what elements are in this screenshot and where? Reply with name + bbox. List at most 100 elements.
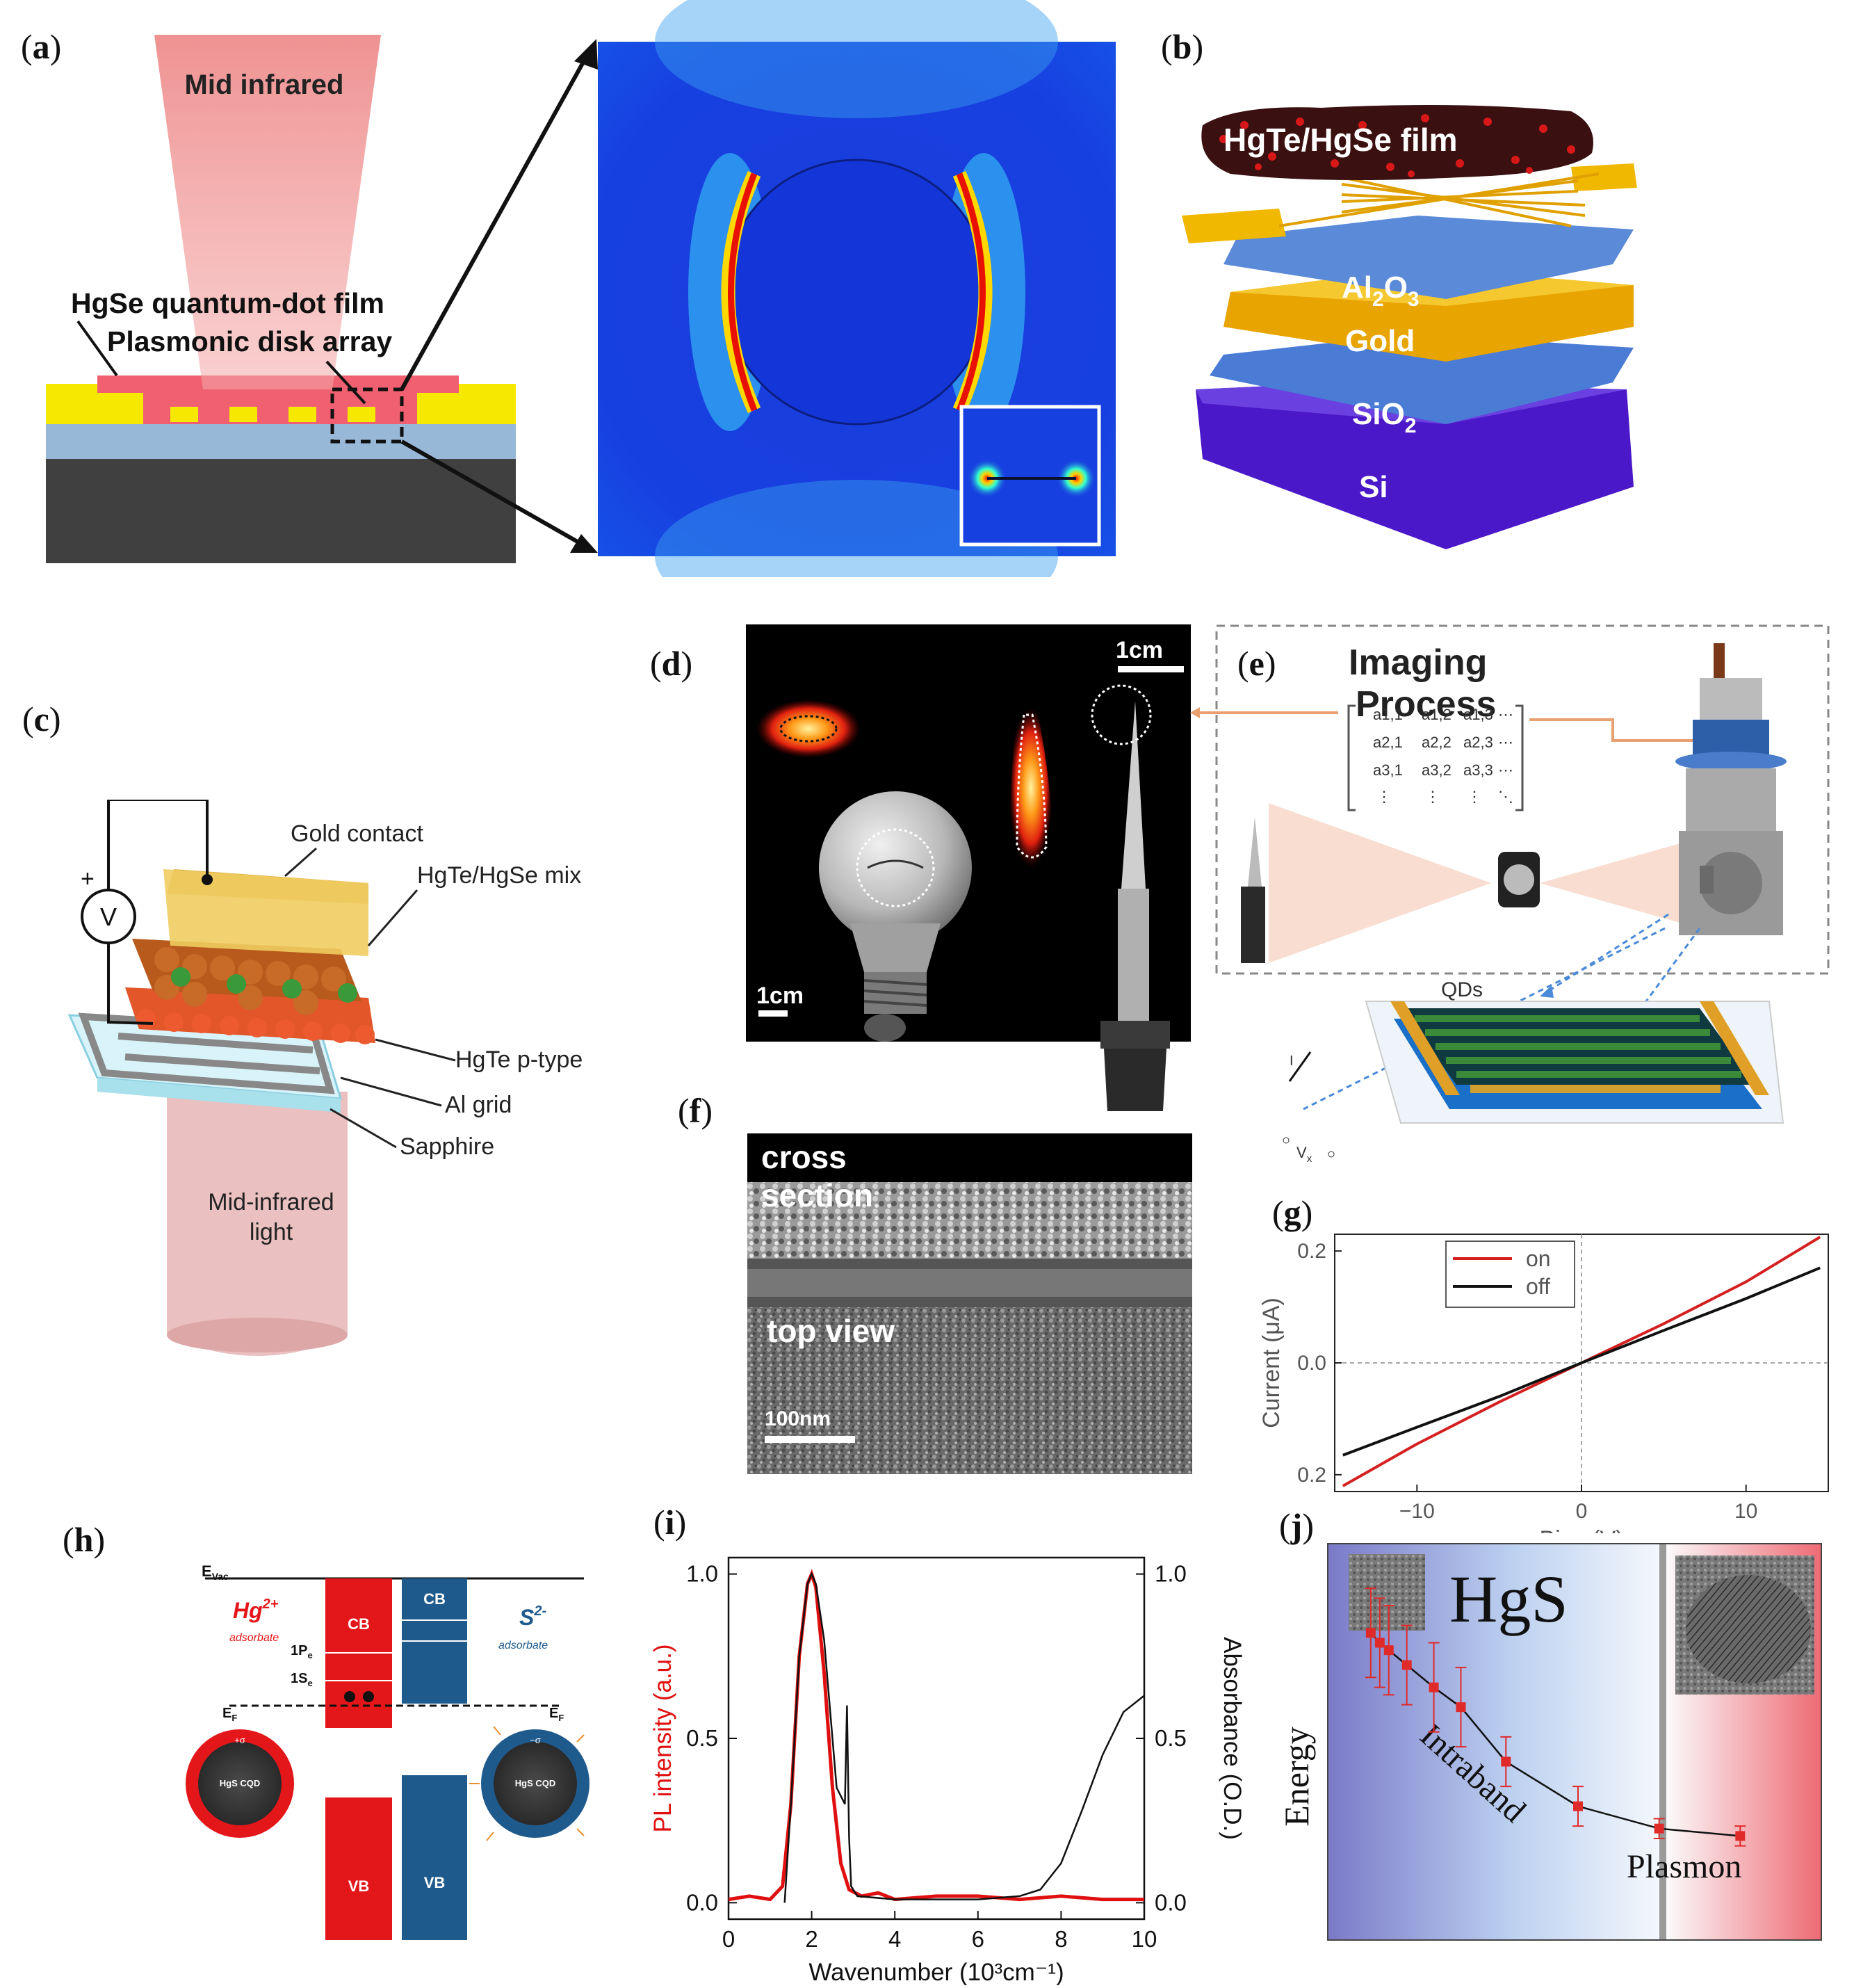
i-ylabel-right: Absorbance (O.D.) (1219, 1637, 1246, 1840)
image-matrix: a1,1 a1,2 a1,3 ⋯ a2,1 a2,2 a2,3 ⋯ a3,1 a… (1347, 704, 1524, 811)
plasmonic-disk (288, 407, 316, 422)
s-level-label: 1Se (291, 1671, 313, 1688)
filament-circle (856, 828, 935, 907)
cryostat-window (1700, 852, 1762, 914)
bulb-spot-outline (779, 715, 838, 743)
i-ytick-label-right: 1.0 (1155, 1561, 1187, 1587)
g-legend-label: on (1526, 1246, 1551, 1271)
cqd-charge-left: +σ (234, 1735, 245, 1745)
region-divider (1659, 1544, 1666, 1940)
svg-text:⋯: ⋯ (1498, 734, 1513, 751)
svg-text:a3,3: a3,3 (1463, 761, 1493, 779)
panel-label-c: (c) (22, 700, 61, 738)
top-view-label: top view (767, 1313, 895, 1349)
gold-contact-label: Gold contact (291, 821, 423, 847)
cqd-core-left (198, 1742, 282, 1825)
oxide-layer (46, 424, 516, 459)
matrix-link-right (1529, 718, 1700, 742)
vb-label-blue: VB (424, 1874, 446, 1891)
interdigitated-fingers (1278, 172, 1600, 227)
j-data-point (1374, 1638, 1385, 1648)
cryostat-valve (1714, 643, 1725, 678)
hgte-hgse-particles (154, 947, 346, 1015)
i-ytick-label-left: 0.5 (686, 1725, 718, 1751)
sapphire-edge (97, 1078, 341, 1113)
iron-handle (1104, 1049, 1166, 1111)
svg-text:⋮: ⋮ (1425, 788, 1440, 805)
imaging-title-2: Process (1356, 684, 1496, 725)
svg-text:a2,2: a2,2 (1422, 734, 1452, 751)
svg-text:a1,1: a1,1 (1373, 706, 1403, 723)
j-frame (1327, 1543, 1822, 1941)
i-xlabel: Wavenumber (10³cm⁻¹) (808, 1959, 1064, 1985)
hg-adsorbate-label: adsorbate (229, 1632, 279, 1644)
cryostat-body (1686, 768, 1776, 831)
electron-1 (344, 1691, 355, 1702)
cb-label-red: CB (348, 1615, 370, 1633)
panel-b: HgTe/HgSe film Al2O3 Gold SiO2 Si (1182, 105, 1637, 549)
plasmonic-disk (170, 407, 198, 422)
layer-label-si: Si (1359, 470, 1388, 504)
grid-pointer (340, 1076, 442, 1107)
sio2-layer (1210, 334, 1634, 424)
circuit-wire-bottom (107, 943, 154, 1025)
film-pointer (76, 320, 118, 377)
plus-sign: + (81, 866, 95, 892)
panel-d: 1cm 1cm (746, 624, 1191, 1111)
mix-label: HgTe/HgSe mix (417, 862, 581, 889)
panel-c: Mid-infrared light V + Gold contact HgTe… (67, 800, 583, 1356)
i-series-pl (728, 1569, 1144, 1902)
j-data-point (1401, 1660, 1412, 1670)
sem-substrate-band (747, 1269, 1192, 1297)
imaging-title-1: Imaging (1349, 643, 1487, 683)
cryostat-head (1700, 678, 1762, 720)
field-glow-top (655, 0, 1058, 118)
bulb-tip (864, 1014, 906, 1042)
ptype-pointer (375, 1038, 456, 1062)
grid-label: Al grid (445, 1092, 512, 1118)
ef-label-right: EF (549, 1706, 564, 1723)
vb-red (325, 1797, 392, 1940)
mix-pointer (367, 889, 418, 946)
i-ylabel-left: PL intensity (a.u.) (649, 1644, 676, 1832)
panel-label-a: (a) (21, 27, 62, 66)
cryostat-flange (1675, 752, 1787, 771)
panel-e: Imaging Process a1,1 a1,2 a1,3 ⋯ a2,1 a2… (1213, 624, 1830, 1165)
cryostat-window-inset (1700, 866, 1714, 894)
svg-text:a3,1: a3,1 (1373, 761, 1403, 779)
hotspot-left (728, 172, 758, 412)
g-xtick-label: 0 (1576, 1500, 1588, 1523)
plasmonic-disk (348, 407, 375, 422)
dashed-arrow-1 (1543, 913, 1669, 996)
cross-label-2: section (761, 1177, 873, 1213)
probe-dot-1 (1283, 1137, 1290, 1144)
scale-label: 100nm (765, 1407, 831, 1430)
g-legend-label: off (1526, 1274, 1550, 1299)
zoom-arrow-bottom (400, 439, 592, 551)
vb-blue (402, 1775, 467, 1940)
probe-dot-2 (1328, 1151, 1335, 1158)
optical-beam-right (1540, 838, 1700, 928)
substrate-layer (46, 459, 516, 563)
g-ytick-label: 0.2 (1297, 1464, 1326, 1487)
vb-label-red: VB (348, 1877, 370, 1895)
substrate-label: Sapphire (400, 1133, 494, 1160)
panel-label-g: (g) (1272, 1193, 1313, 1232)
scale-label-bottom: 1cm (756, 983, 804, 1009)
gold-contact-top (163, 869, 368, 956)
substrate-pointer (330, 1108, 397, 1149)
zoom-box (330, 387, 404, 444)
scale-label-top: 1cm (1116, 637, 1163, 663)
iron-collar (1100, 1021, 1170, 1049)
panel-label-h: (h) (63, 1520, 106, 1559)
ef-label-left: EF (222, 1706, 237, 1723)
chip-electrode-left (1390, 1001, 1460, 1095)
cross-label-1: cross (761, 1139, 847, 1175)
thermal-image (746, 624, 1191, 1042)
iron-spot-outline (1016, 713, 1048, 859)
circuit-wire-top (107, 800, 209, 890)
zoom-arrowhead-top (574, 39, 598, 70)
layer-label-al2o3: Al2O3 (1342, 270, 1420, 311)
